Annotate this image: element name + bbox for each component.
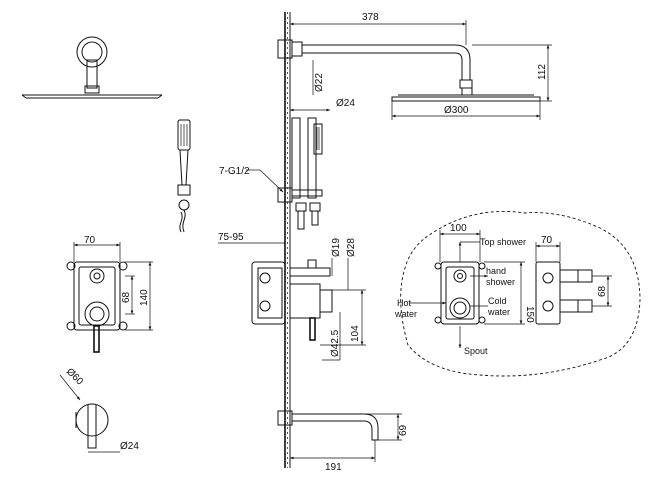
dim-spout-length: 191 xyxy=(325,462,342,473)
slide-bar-side-view xyxy=(246,108,330,230)
dim-wall-depth: 75-95 xyxy=(218,232,244,243)
dim-box-height: 140 xyxy=(139,289,150,306)
dim-outlet-d19: Ø19 xyxy=(331,238,342,257)
wall-section xyxy=(284,12,291,468)
dim-detail-width: 100 xyxy=(450,223,467,234)
dim-body-104: 104 xyxy=(350,325,361,342)
label-hand-shower-line2: shower xyxy=(486,277,515,287)
label-top-shower: Top shower xyxy=(480,237,526,247)
dim-knob-d42: Ø42.5 xyxy=(330,329,341,357)
dim-box-spacing: 68 xyxy=(121,291,132,303)
dim-detail-side-spacing: 68 xyxy=(597,285,608,297)
dim-slide-diameter: Ø24 xyxy=(336,98,355,109)
dim-detail-height: 150 xyxy=(524,306,535,323)
dim-detail-side-width: 70 xyxy=(541,235,553,246)
dim-arm-length: 378 xyxy=(362,12,379,23)
label-cold-water-line1: Cold xyxy=(488,296,507,306)
dim-holder-d24: Ø24 xyxy=(120,441,139,452)
dim-drop-height: 112 xyxy=(537,64,548,80)
wall-holder-view xyxy=(59,374,120,453)
dim-flange-d60: Ø60 xyxy=(64,366,85,387)
valve-body-side-view xyxy=(218,242,366,361)
overhead-shower-top-view xyxy=(21,36,163,99)
label-hot-water-line1: Hot xyxy=(397,298,412,308)
label-spout: Spout xyxy=(464,346,488,356)
dim-pipe-diameter: Ø22 xyxy=(314,73,325,92)
dim-outlet-d28: Ø28 xyxy=(346,238,357,257)
dim-thread: 7-G1/2 xyxy=(219,166,250,177)
label-hand-shower-line1: hand xyxy=(486,266,506,276)
dim-box-width: 70 xyxy=(84,235,96,246)
flow-labels: Top shower hand shower Cold water Hot wa… xyxy=(394,237,526,356)
label-hot-water-line2: water xyxy=(394,309,417,319)
dimension-labels: 378 112 Ø22 Ø300 Ø24 7-G1/2 75-95 Ø19 Ø2… xyxy=(64,12,608,473)
valve-box-front-view xyxy=(66,242,153,353)
dim-spout-height: 69 xyxy=(398,424,409,436)
label-cold-water-line2: water xyxy=(487,307,510,317)
dim-head-diameter: Ø300 xyxy=(444,105,469,116)
hand-shower-view xyxy=(177,119,191,233)
overhead-arm-side-view xyxy=(277,20,552,120)
spout-side-view xyxy=(277,410,402,462)
valve-detail-callout xyxy=(400,210,641,377)
